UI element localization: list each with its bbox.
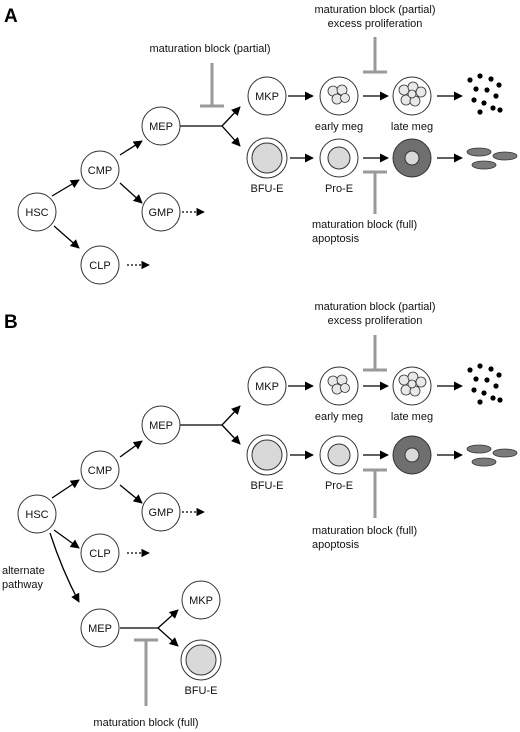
node-cmp-a: CMP bbox=[80, 150, 120, 190]
platelets-a bbox=[467, 73, 503, 115]
node-hsc-a: HSC bbox=[17, 192, 57, 232]
svg-text:CMP: CMP bbox=[88, 165, 112, 177]
svg-text:HSC: HSC bbox=[25, 509, 48, 521]
platelets-b bbox=[467, 363, 503, 405]
block-top-a-text-2: excess proliferation bbox=[328, 18, 423, 30]
panel-a-edges bbox=[51, 91, 463, 270]
panel-a-label: A bbox=[4, 6, 18, 27]
alternate-pathway-text-2: pathway bbox=[2, 579, 43, 591]
svg-text:Pro-E: Pro-E bbox=[325, 480, 353, 492]
block-top-a bbox=[363, 37, 387, 74]
pro-e-a: Pro-E bbox=[319, 138, 359, 195]
svg-text:MEP: MEP bbox=[88, 623, 112, 635]
svg-text:MKP: MKP bbox=[255, 91, 279, 103]
svg-text:HSC: HSC bbox=[25, 207, 48, 219]
panel-b-label: B bbox=[4, 312, 18, 333]
block-bottom-b bbox=[363, 468, 387, 518]
block-top-b-text-1: maturation block (partial) bbox=[314, 301, 435, 313]
red-cells-b bbox=[466, 444, 518, 467]
svg-text:early meg: early meg bbox=[315, 121, 363, 133]
block-mep-a-text: maturation block (partial) bbox=[149, 43, 270, 55]
pro-e-b: Pro-E bbox=[319, 435, 359, 492]
node-mep-alt: MEP bbox=[80, 608, 120, 648]
node-gmp-b: GMP bbox=[141, 492, 181, 532]
svg-text:BFU-E: BFU-E bbox=[185, 685, 218, 697]
block-alt-b bbox=[134, 638, 158, 706]
late-meg-b: late meg bbox=[391, 366, 433, 423]
block-mep-a bbox=[200, 63, 224, 108]
bfu-e-b: BFU-E bbox=[246, 434, 288, 492]
panel-b-edges bbox=[49, 381, 463, 647]
svg-text:MKP: MKP bbox=[189, 595, 213, 607]
late-meg-a: late meg bbox=[391, 76, 433, 133]
node-hsc-b: HSC bbox=[17, 494, 57, 534]
node-mkp-b: MKP bbox=[247, 366, 287, 406]
late-erythroblast-b bbox=[392, 435, 432, 475]
early-meg-a: early meg bbox=[315, 76, 363, 133]
node-mep-a: MEP bbox=[141, 106, 181, 146]
node-clp-a: CLP bbox=[80, 245, 120, 285]
block-bottom-b-text-2: apoptosis bbox=[312, 539, 360, 551]
svg-text:CLP: CLP bbox=[89, 548, 110, 560]
svg-text:early meg: early meg bbox=[315, 411, 363, 423]
svg-text:BFU-E: BFU-E bbox=[251, 183, 284, 195]
late-erythroblast-a bbox=[392, 138, 432, 178]
svg-text:MKP: MKP bbox=[255, 381, 279, 393]
block-bottom-b-text-1: maturation block (full) bbox=[312, 525, 417, 537]
node-cmp-b: CMP bbox=[80, 450, 120, 490]
block-top-b bbox=[363, 335, 387, 372]
node-mkp-alt: MKP bbox=[181, 580, 221, 620]
svg-text:CMP: CMP bbox=[88, 465, 112, 477]
alternate-pathway-text-1: alternate bbox=[2, 565, 45, 577]
node-clp-b: CLP bbox=[80, 533, 120, 573]
node-mep-b: MEP bbox=[141, 405, 181, 445]
svg-text:MEP: MEP bbox=[149, 420, 173, 432]
svg-text:MEP: MEP bbox=[149, 121, 173, 133]
bfu-e-alt: BFU-E bbox=[180, 639, 222, 697]
svg-text:Pro-E: Pro-E bbox=[325, 183, 353, 195]
red-cells-a bbox=[466, 147, 518, 170]
node-gmp-a: GMP bbox=[141, 192, 181, 232]
svg-text:late meg: late meg bbox=[391, 411, 433, 423]
svg-text:late meg: late meg bbox=[391, 121, 433, 133]
bfu-e-a: BFU-E bbox=[246, 137, 288, 195]
svg-text:BFU-E: BFU-E bbox=[251, 480, 284, 492]
node-mkp-a: MKP bbox=[247, 76, 287, 116]
svg-text:CLP: CLP bbox=[89, 260, 110, 272]
block-alt-text: maturation block (full) bbox=[93, 717, 198, 729]
block-bottom-a bbox=[363, 170, 387, 214]
svg-text:GMP: GMP bbox=[148, 207, 173, 219]
block-top-b-text-2: excess proliferation bbox=[328, 315, 423, 327]
panel-b-blocks bbox=[134, 335, 387, 706]
block-bottom-a-text-1: maturation block (full) bbox=[312, 219, 417, 231]
block-bottom-a-text-2: apoptosis bbox=[312, 233, 360, 245]
early-meg-b: early meg bbox=[315, 366, 363, 423]
svg-text:GMP: GMP bbox=[148, 507, 173, 519]
panel-a-blocks bbox=[200, 37, 387, 214]
block-top-a-text-1: maturation block (partial) bbox=[314, 4, 435, 16]
